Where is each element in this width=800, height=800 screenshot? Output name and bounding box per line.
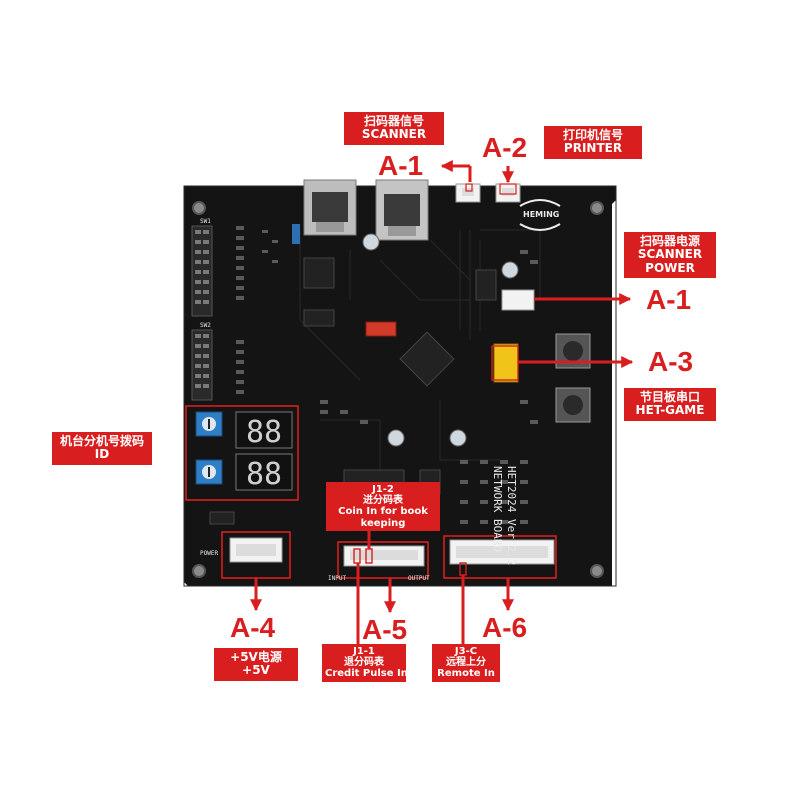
callout-cn: 打印机信号 <box>562 128 623 142</box>
callout-j1-2: J1-2 进分码表 Coin In for book keeping <box>326 482 440 531</box>
power-connector <box>229 537 283 563</box>
blue-component <box>292 224 300 244</box>
callout-id: 机台分机号拨码 ID <box>52 432 152 465</box>
mounting-hole <box>590 201 604 215</box>
callout-printer: 打印机信号 PRINTER <box>544 126 642 159</box>
callout-label: J1-2 <box>372 484 394 495</box>
electrolytic-capacitor <box>362 233 380 251</box>
callout-cn: +5V电源 <box>230 650 282 664</box>
code-a1-right: A-1 <box>646 284 692 315</box>
callout-j1-1: J1-1 退分码表 Credit Pulse In <box>322 644 408 682</box>
electrolytic-capacitor <box>501 261 519 279</box>
silk-sw2: SW2 <box>200 322 211 329</box>
callout-en: SCANNER <box>637 247 703 262</box>
callout-en: keeping <box>360 517 406 529</box>
electrolytic-capacitor <box>387 429 405 447</box>
callout-en: Remote In <box>437 668 495 680</box>
ic-chip <box>475 269 497 301</box>
ic-chip <box>209 511 235 525</box>
callout-scanner-power: 扫码器电源 SCANNER POWER <box>624 232 716 279</box>
callout-arrows <box>250 160 634 645</box>
callout-cn: 机台分机号拨码 <box>59 434 144 448</box>
callout-en: +5V <box>242 663 270 678</box>
callout-power: +5V电源 +5V <box>214 648 298 681</box>
silk-power: POWER <box>200 550 219 557</box>
ic-chip <box>303 309 335 327</box>
rj45-jack <box>375 179 429 241</box>
code-a4: A-4 <box>230 612 276 643</box>
code-a1-top: A-1 <box>378 150 424 181</box>
mounting-hole <box>192 564 206 578</box>
model-text: HET2024 Ver 2.2 <box>505 466 518 566</box>
mounting-hole <box>192 201 206 215</box>
svg-text:88: 88 <box>246 457 282 492</box>
callout-cn: 扫码器电源 <box>639 234 700 248</box>
callout-cn: 退分码表 <box>344 657 384 669</box>
dip-header-sw2 <box>191 329 213 401</box>
remote-connector <box>449 539 555 565</box>
callout-het-game: 节目板串口 HET-GAME <box>624 388 716 421</box>
model-subtext: NETWORK BOARD <box>491 466 504 553</box>
scanner-power-connector <box>501 289 535 311</box>
heming-logo <box>519 199 561 231</box>
electrolytic-capacitor <box>449 429 467 447</box>
callout-j3-c: J3-C 远程上分 Remote In <box>432 644 500 682</box>
tactile-button <box>555 387 591 423</box>
dip-header-sw1 <box>191 225 213 317</box>
callout-cn: 进分码表 <box>363 495 403 507</box>
rj45-jack <box>303 179 357 236</box>
red-header <box>365 321 397 337</box>
code-a3: A-3 <box>648 346 694 377</box>
rotary-dip-switch <box>195 459 223 485</box>
mounting-hole <box>590 564 604 578</box>
callout-en: SCANNER <box>361 127 427 142</box>
seven-segment-display: 88 <box>235 411 293 450</box>
callout-en: ID <box>94 447 110 462</box>
silk-output: OUTPUT <box>408 575 430 582</box>
callout-en: Credit Pulse In <box>325 668 408 680</box>
ic-chip <box>399 331 455 387</box>
code-a2: A-2 <box>482 132 528 163</box>
svg-text:88: 88 <box>246 415 282 450</box>
silk-input: INPUT <box>328 575 347 582</box>
meter-connector <box>343 545 425 567</box>
code-a5: A-5 <box>362 614 408 645</box>
callout-en: Coin In for book <box>338 506 428 518</box>
callout-scanner-signal: 扫码器信号 SCANNER <box>344 112 444 145</box>
callout-en: POWER <box>645 260 695 275</box>
code-a6: A-6 <box>482 612 528 643</box>
het-game-serial-connector <box>493 343 519 383</box>
rotary-dip-switch <box>195 411 223 437</box>
callout-en: HET-GAME <box>635 403 705 418</box>
callout-cn: 节目板串口 <box>639 390 700 404</box>
callout-cn: 远程上分 <box>446 657 486 669</box>
smd-components <box>236 226 538 524</box>
silk-sw1: SW1 <box>200 218 211 225</box>
brand-heming: HEMING <box>523 210 560 219</box>
callout-en: PRINTER <box>563 141 623 156</box>
callout-cn: 扫码器信号 <box>363 114 424 128</box>
ic-chip <box>303 257 335 289</box>
callout-label: J1-1 <box>353 646 375 657</box>
seven-segment-display: 88 <box>235 453 293 492</box>
callout-label: J3-C <box>454 646 478 657</box>
